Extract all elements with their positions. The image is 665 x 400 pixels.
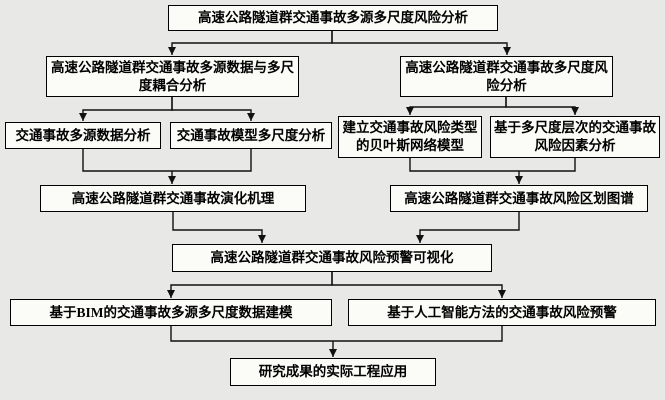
node-evolution: 高速公路隧道群交通事故演化机理: [40, 185, 306, 212]
node-branch-left: 高速公路隧道群交通事故多源数据与多尺度耦合分析: [46, 56, 299, 97]
node-risk-factors: 基于多尺度层次的交通事故风险因素分析: [490, 116, 660, 158]
node-zoning-map: 高速公路隧道群交通事故风险区划图谱: [390, 185, 648, 212]
node-bayes-model: 建立交通事故风险类型的贝叶斯网络模型: [338, 116, 482, 158]
node-bim-modeling: 基于BIM的交通事故多源多尺度数据建模: [10, 299, 332, 326]
node-ai-warning: 基于人工智能方法的交通事故风险预警: [348, 299, 656, 326]
node-multi-source-data: 交通事故多源数据分析: [5, 122, 161, 149]
node-branch-right: 高速公路隧道群交通事故多尺度风险分析: [400, 56, 613, 97]
node-application: 研究成果的实际工程应用: [230, 358, 436, 386]
node-warning-visualization: 高速公路隧道群交通事故风险预警可视化: [172, 244, 492, 272]
node-multi-scale-model: 交通事故模型多尺度分析: [170, 122, 332, 149]
node-root: 高速公路隧道群交通事故多源多尺度风险分析: [168, 5, 498, 31]
